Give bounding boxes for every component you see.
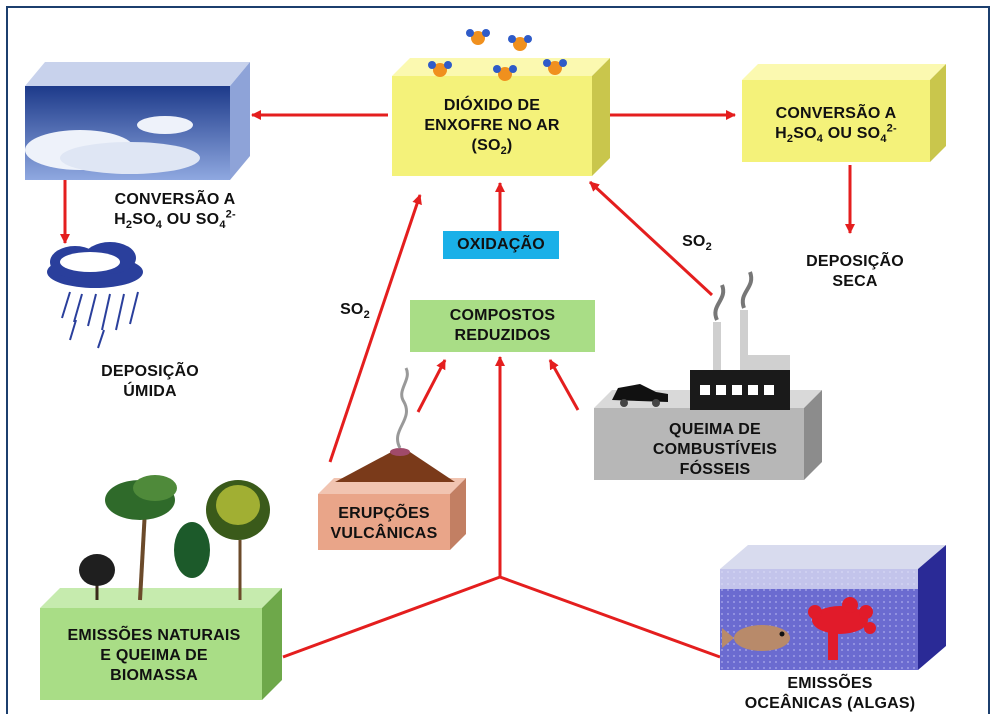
fossil-line2: COMBUSTÍVEIS: [652, 441, 778, 458]
volcano-box: [318, 367, 466, 550]
so2-air-label: DIÓXIDO DE ENXOFRE NO AR (SO2): [392, 96, 592, 158]
dry-deposition-label: DEPOSIÇÃO SECA: [795, 252, 915, 292]
dry-deposition-line2: SECA: [832, 273, 878, 290]
fossil-line1: QUEIMA DE: [669, 421, 761, 438]
conversion-right-label: CONVERSÃO A H2SO4 OU SO42-: [742, 104, 930, 146]
natural-line2: E QUEIMA DE: [100, 647, 208, 664]
conversion-left-line1: CONVERSÃO A: [114, 191, 236, 208]
conversion-left-line2: H2SO4 OU SO42-: [114, 208, 236, 232]
so2-molecules: [428, 29, 567, 81]
arrows: [60, 110, 855, 659]
conversion-left-label: CONVERSÃO A H2SO4 OU SO42-: [95, 190, 255, 232]
natural-line3: BIOMASSA: [110, 667, 198, 684]
reduced-line2: REDUZIDOS: [454, 327, 551, 344]
reduced-line1: COMPOSTOS: [449, 307, 556, 324]
arrow-volcano-to-reduced: [416, 359, 447, 413]
arrow-natural-to-center: [282, 575, 501, 659]
volcanic-label: ERUPÇÕES VULCÂNICAS: [318, 504, 450, 544]
fossil-fuel-label: QUEIMA DE COMBUSTÍVEIS FÓSSEIS: [640, 420, 790, 480]
conversion-right-box: [742, 64, 946, 162]
arrow-fossil-so2: [588, 180, 714, 297]
fossil-fuel-box: [594, 271, 822, 480]
cloud-box: [25, 62, 250, 180]
arrow-volcano-so2: [328, 194, 422, 463]
natural-line1: EMISSÕES NATURAIS: [67, 627, 241, 644]
conversion-right-line1: CONVERSÃO A: [775, 105, 897, 122]
conversion-right-line2: H2SO4 OU SO42-: [775, 122, 897, 146]
fossil-line3: FÓSSEIS: [679, 461, 751, 478]
wet-deposition-label: DEPOSIÇÃO ÚMIDA: [85, 362, 215, 402]
arrow-fossil-to-reduced: [548, 359, 580, 411]
diagram-frame: [6, 6, 990, 714]
natural-emissions-box: [40, 475, 282, 700]
volcanic-line1: ERUPÇÕES: [338, 505, 430, 522]
reduced-compounds-label: COMPOSTOS REDUZIDOS: [410, 306, 595, 346]
arrow-ocean-to-center: [499, 575, 721, 659]
wet-deposition-line1: DEPOSIÇÃO: [101, 363, 199, 380]
so2-line2: ENXOFRE NO AR: [424, 117, 560, 134]
so2-line3: (SO2): [471, 137, 513, 158]
rain-cloud-icon: [47, 242, 143, 349]
wet-deposition-line2: ÚMIDA: [123, 383, 177, 400]
ocean-box: [720, 545, 946, 670]
reduced-compounds-box: [410, 300, 595, 352]
oxidation-box: [443, 231, 559, 259]
oxidation-label: OXIDAÇÃO: [457, 236, 545, 253]
dry-deposition-line1: DEPOSIÇÃO: [806, 253, 904, 270]
so2-line1: DIÓXIDO DE: [443, 97, 541, 114]
volcanic-line2: VULCÂNICAS: [330, 525, 438, 542]
so2-left-label: SO2: [340, 301, 370, 322]
so2-right-label: SO2: [682, 233, 712, 254]
oceanic-label: EMISSÕES OCEÂNICAS (ALGAS): [710, 674, 950, 714]
natural-emissions-label: EMISSÕES NATURAIS E QUEIMA DE BIOMASSA: [48, 626, 260, 686]
oceanic-line2: OCEÂNICAS (ALGAS): [744, 695, 916, 712]
oceanic-line1: EMISSÕES: [787, 675, 873, 692]
